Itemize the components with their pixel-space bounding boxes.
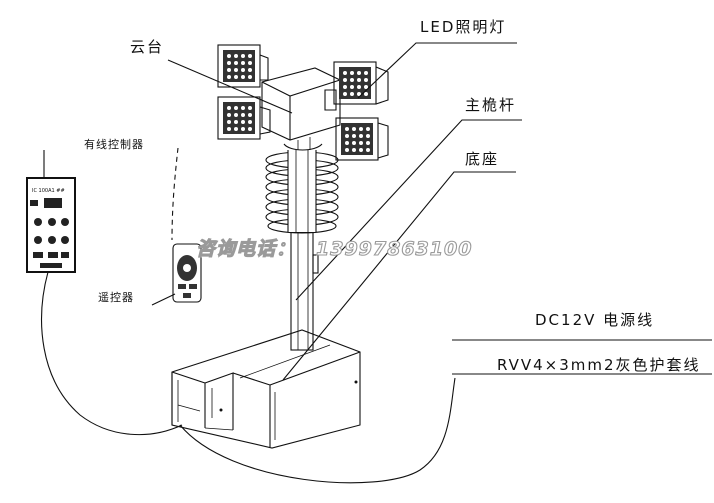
led-lamp-bottom-right	[335, 117, 389, 161]
label-remote-control: 遥控器	[98, 290, 134, 304]
label-main-mast: 主桅杆	[465, 96, 516, 114]
leader-mast	[295, 119, 522, 301]
watermark-prefix: 咨询电话：	[196, 238, 296, 260]
leader-led	[357, 42, 517, 99]
led-lamp-bottom-left	[217, 96, 271, 140]
wired-controller-box: IC 100A1 ##	[26, 177, 76, 273]
label-wired-controller: 有线控制器	[84, 137, 144, 151]
controller-cable	[41, 271, 183, 436]
pan-tilt-head	[261, 67, 341, 151]
leader-base	[282, 171, 516, 381]
label-led-light: LED照明灯	[420, 18, 506, 36]
label-pan-tilt-head: 云台	[130, 38, 164, 56]
watermark-phone: 13997863100	[316, 238, 472, 260]
svg-text:IC 100A1 ##: IC 100A1 ##	[32, 188, 65, 194]
remote-control	[171, 147, 202, 303]
leader-remote	[151, 293, 176, 306]
led-lamp-top-left	[217, 44, 269, 88]
coiled-cable	[265, 150, 339, 234]
label-power-cable: DC12V 电源线	[535, 311, 654, 329]
led-lamp-top-right	[333, 61, 389, 105]
label-cable-sheath: RVV4×3mm2灰色护套线	[497, 356, 701, 374]
power-cable-line	[179, 377, 456, 484]
label-base: 底座	[465, 150, 499, 168]
leader-pan-tilt	[167, 59, 293, 114]
base-unit	[171, 329, 361, 449]
